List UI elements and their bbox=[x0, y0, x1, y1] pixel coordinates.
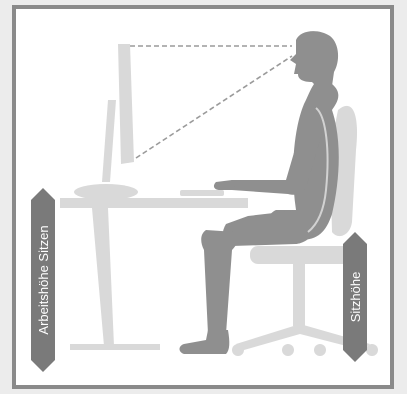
desk-height-badge: Arbeitshöhe Sitzen bbox=[31, 188, 55, 372]
chair-wheel-3 bbox=[314, 344, 326, 356]
desk-foot bbox=[70, 344, 160, 350]
seat-height-label: Sitzhöhe bbox=[348, 272, 363, 323]
desk-top bbox=[60, 198, 248, 208]
keyboard-body bbox=[180, 190, 224, 196]
chair-wheel-1 bbox=[232, 344, 244, 356]
chair-column bbox=[293, 262, 305, 326]
monitor-base bbox=[74, 184, 138, 200]
desk-height-label: Arbeitshöhe Sitzen bbox=[36, 225, 51, 334]
chair-wheel-4 bbox=[366, 344, 378, 356]
keyboard bbox=[180, 190, 224, 196]
seat-height-badge: Sitzhöhe bbox=[343, 232, 367, 362]
chair-wheel-2 bbox=[282, 344, 294, 356]
chair-seat bbox=[250, 246, 350, 264]
